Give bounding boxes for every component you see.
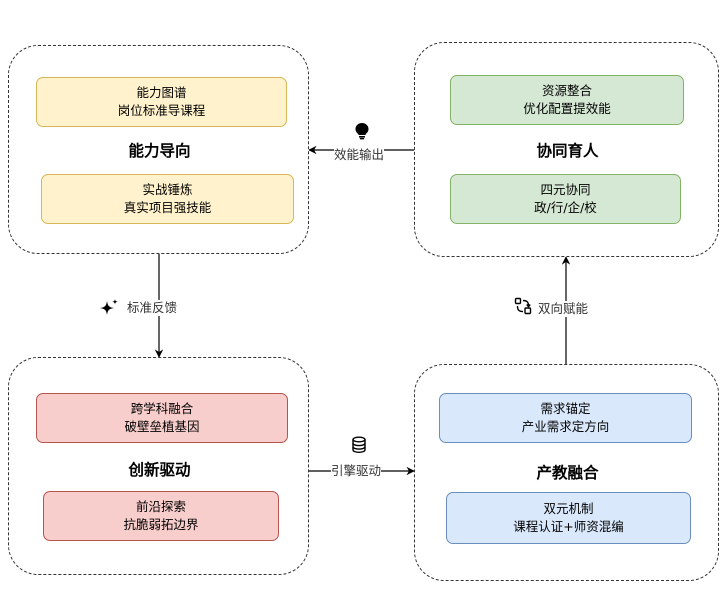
card-line2: 岗位标准导课程	[117, 103, 206, 118]
card-demand-anchor: 需求锚定 产业需求定方向	[439, 393, 692, 443]
group-title-collab: 协同育人	[536, 142, 599, 160]
card-dual-mechanism: 双元机制 课程认证+师资混编	[446, 492, 691, 544]
card-four-party-collab: 四元协同 政/行/企/校	[450, 174, 681, 224]
card-line1: 四元协同	[540, 182, 591, 197]
edge-label-efficiency-output: 效能输出	[334, 147, 385, 163]
sync-icon	[514, 297, 532, 319]
group-title-industry: 产教融合	[536, 464, 599, 482]
sparkle-icon	[98, 298, 120, 324]
card-line2: 优化配置提效能	[523, 101, 611, 116]
card-interdisciplinary: 跨学科融合 破壁垒植基因	[36, 393, 288, 443]
card-line2: 真实项目强技能	[123, 200, 212, 215]
database-icon	[351, 436, 367, 458]
card-line1: 需求锚定	[540, 401, 591, 416]
card-line2: 破壁垒植基因	[124, 419, 200, 434]
card-line2: 产业需求定方向	[521, 419, 610, 434]
card-line1: 实战锤炼	[142, 182, 193, 197]
card-practical-training: 实战锤炼 真实项目强技能	[41, 174, 294, 224]
lightbulb-icon	[354, 122, 370, 144]
edge-label-engine-drive: 引擎驱动	[331, 463, 382, 479]
edge-label-standard-feedback: 标准反馈	[127, 300, 178, 316]
group-collaborative-education: 资源整合 优化配置提效能 协同育人 四元协同 政/行/企/校	[414, 42, 719, 257]
group-industry-education: 需求锚定 产业需求定方向 产教融合 双元机制 课程认证+师资混编	[414, 364, 719, 581]
card-line2: 抗脆弱拓边界	[123, 517, 199, 532]
card-line2: 政/行/企/校	[534, 200, 597, 215]
card-line1: 双元机制	[543, 501, 594, 516]
card-ability-map: 能力图谱 岗位标准导课程	[36, 77, 287, 127]
group-innovation-driven: 跨学科融合 破壁垒植基因 创新驱动 前沿探索 抗脆弱拓边界	[8, 357, 309, 575]
card-frontier-exploration: 前沿探索 抗脆弱拓边界	[43, 491, 279, 541]
card-line1: 跨学科融合	[130, 401, 194, 416]
edge-label-bidirectional-empower: 双向赋能	[538, 301, 589, 317]
group-title-ability: 能力导向	[128, 142, 191, 160]
card-line1: 前沿探索	[135, 499, 186, 514]
group-ability-oriented: 能力图谱 岗位标准导课程 能力导向 实战锤炼 真实项目强技能	[8, 45, 309, 254]
card-line1: 能力图谱	[136, 85, 187, 100]
card-resource-integration: 资源整合 优化配置提效能	[450, 75, 684, 125]
card-line1: 资源整合	[541, 83, 592, 98]
card-line2: 课程认证+师资混编	[513, 519, 624, 534]
group-title-innovation: 创新驱动	[128, 461, 191, 479]
